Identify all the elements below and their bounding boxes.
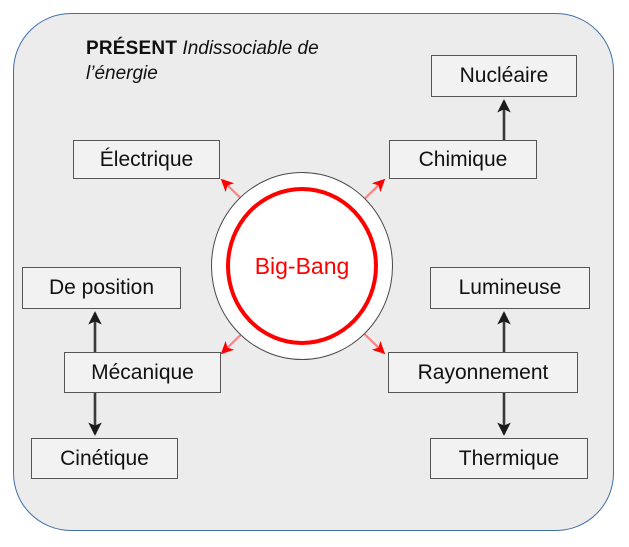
node-label-mecanique: Mécanique bbox=[91, 360, 194, 384]
node-label-cinetique: Cinétique bbox=[60, 446, 149, 470]
node-box-electrique[interactable]: Électrique bbox=[73, 140, 220, 179]
node-label-electrique: Électrique bbox=[99, 147, 194, 171]
node-label-thermique: Thermique bbox=[458, 446, 560, 470]
node-box-mecanique[interactable]: Mécanique bbox=[64, 352, 221, 393]
node-label-lumineuse: Lumineuse bbox=[458, 276, 562, 299]
node-box-thermique[interactable]: Thermique bbox=[430, 438, 588, 479]
node-box-chimique[interactable]: Chimique bbox=[389, 140, 537, 179]
node-label-rayonnement: Rayonnement bbox=[417, 360, 549, 384]
node-box-lumineuse[interactable]: Lumineuse bbox=[430, 267, 590, 309]
node-label-nucleaire: Nucléaire bbox=[459, 64, 549, 87]
bigbang-label: Big-Bang bbox=[254, 252, 350, 279]
page-title-lead: PRÉSENT bbox=[86, 38, 178, 59]
node-label-de-position: De position bbox=[48, 276, 155, 299]
node-box-nucleaire[interactable]: Nucléaire bbox=[431, 55, 577, 97]
node-box-cinetique[interactable]: Cinétique bbox=[31, 438, 178, 479]
bigbang-inner-circle: Big-Bang bbox=[226, 187, 378, 345]
page-title: PRÉSENT Indissociable de l’énergie bbox=[86, 36, 386, 86]
node-box-de-position[interactable]: De position bbox=[22, 267, 181, 309]
page-title-rest: Indissociable de l’énergie bbox=[86, 38, 319, 84]
node-box-rayonnement[interactable]: Rayonnement bbox=[388, 352, 578, 393]
node-label-chimique: Chimique bbox=[418, 147, 508, 171]
